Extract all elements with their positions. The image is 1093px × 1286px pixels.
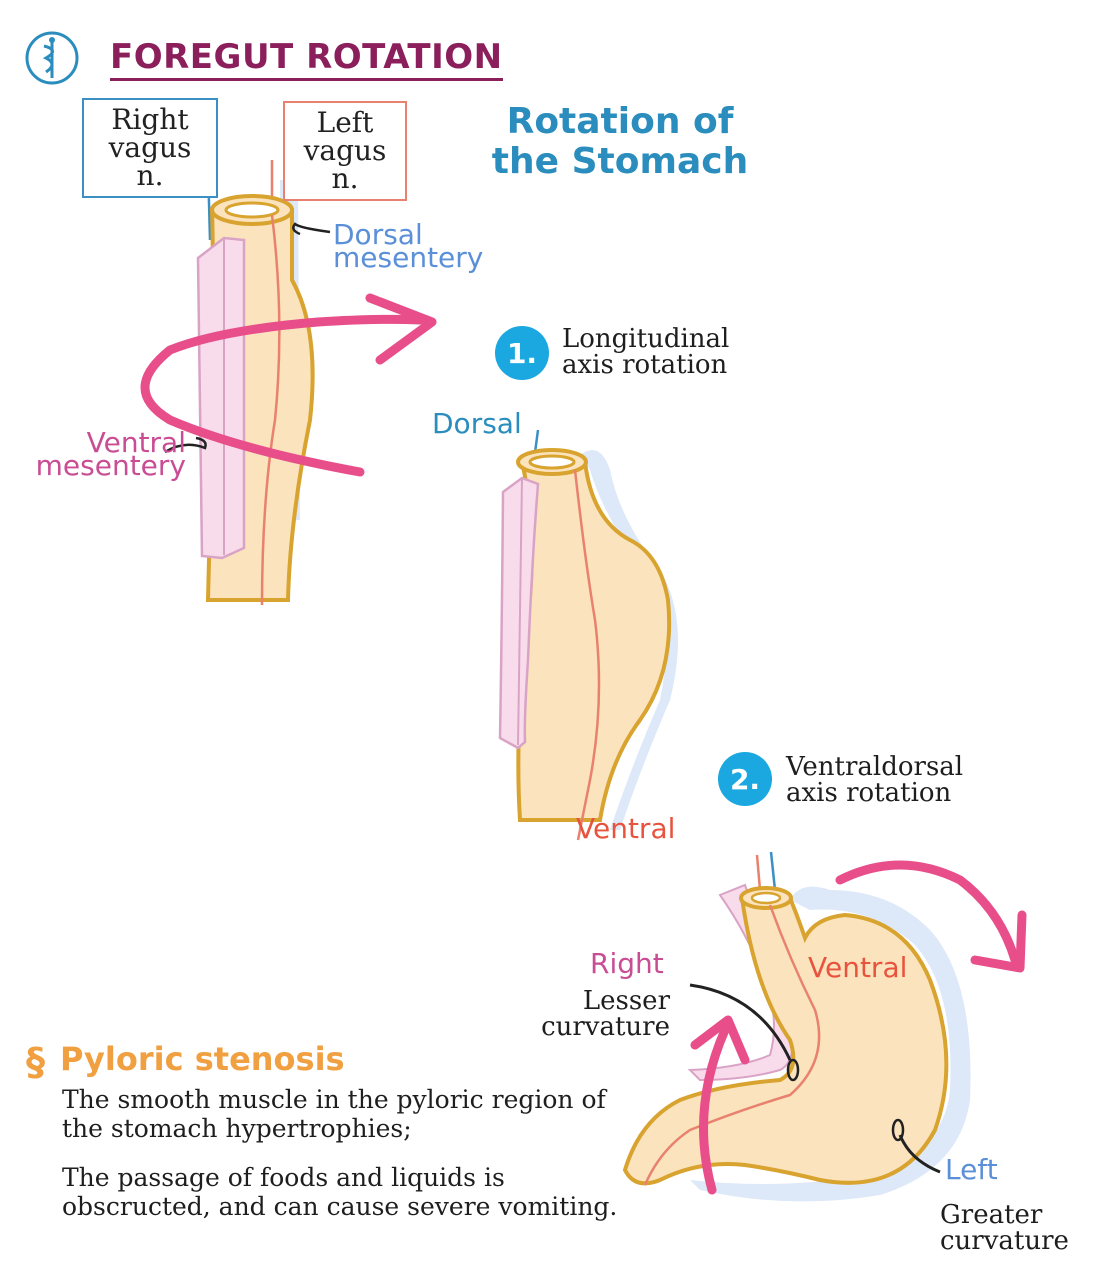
dorsal-label: Dorsal bbox=[432, 407, 522, 440]
step-2-text: Ventraldorsal axis rotation bbox=[786, 752, 964, 808]
step-2-number: 2. bbox=[729, 762, 761, 796]
clinical-title: Pyloric stenosis bbox=[60, 1040, 345, 1078]
step-1-text: Longitudinal axis rotation bbox=[562, 324, 730, 380]
step-1-number: 1. bbox=[506, 336, 538, 370]
stage2-stomach bbox=[498, 429, 678, 841]
ventral-label-stage3: Ventral bbox=[808, 951, 908, 984]
ventral-mesentery-label: Ventral mesentery bbox=[35, 426, 186, 482]
dorsal-mesentery-label: Dorsal mesentery bbox=[333, 218, 484, 274]
left-label: Left bbox=[945, 1153, 998, 1186]
right-label: Right bbox=[590, 947, 664, 980]
clinical-paragraph-2: The passage of foods and liquids is obsc… bbox=[62, 1163, 618, 1221]
caduceus-logo-icon bbox=[25, 31, 79, 85]
ventral-label-stage2: Ventral bbox=[576, 812, 676, 845]
greater-curvature-label: Greater curvature bbox=[940, 1200, 1069, 1256]
stage1-foregut-tube bbox=[140, 160, 437, 606]
clinical-paragraph-1: The smooth muscle in the pyloric region … bbox=[62, 1085, 606, 1143]
page-title: FOREGUT ROTATION bbox=[110, 40, 503, 81]
right-vagus-label: Right vagus n. bbox=[82, 98, 218, 198]
left-vagus-label: Left vagus n. bbox=[283, 101, 407, 201]
diagram-subtitle: Rotation of the Stomach bbox=[491, 101, 749, 182]
lesser-curvature-label: Lesser curvature bbox=[541, 986, 670, 1042]
step-1-badge: 1. bbox=[495, 326, 549, 380]
stage3-stomach bbox=[622, 851, 1027, 1202]
step-2-badge: 2. bbox=[718, 752, 772, 806]
clinical-correlation-icon: § bbox=[26, 1040, 45, 1084]
